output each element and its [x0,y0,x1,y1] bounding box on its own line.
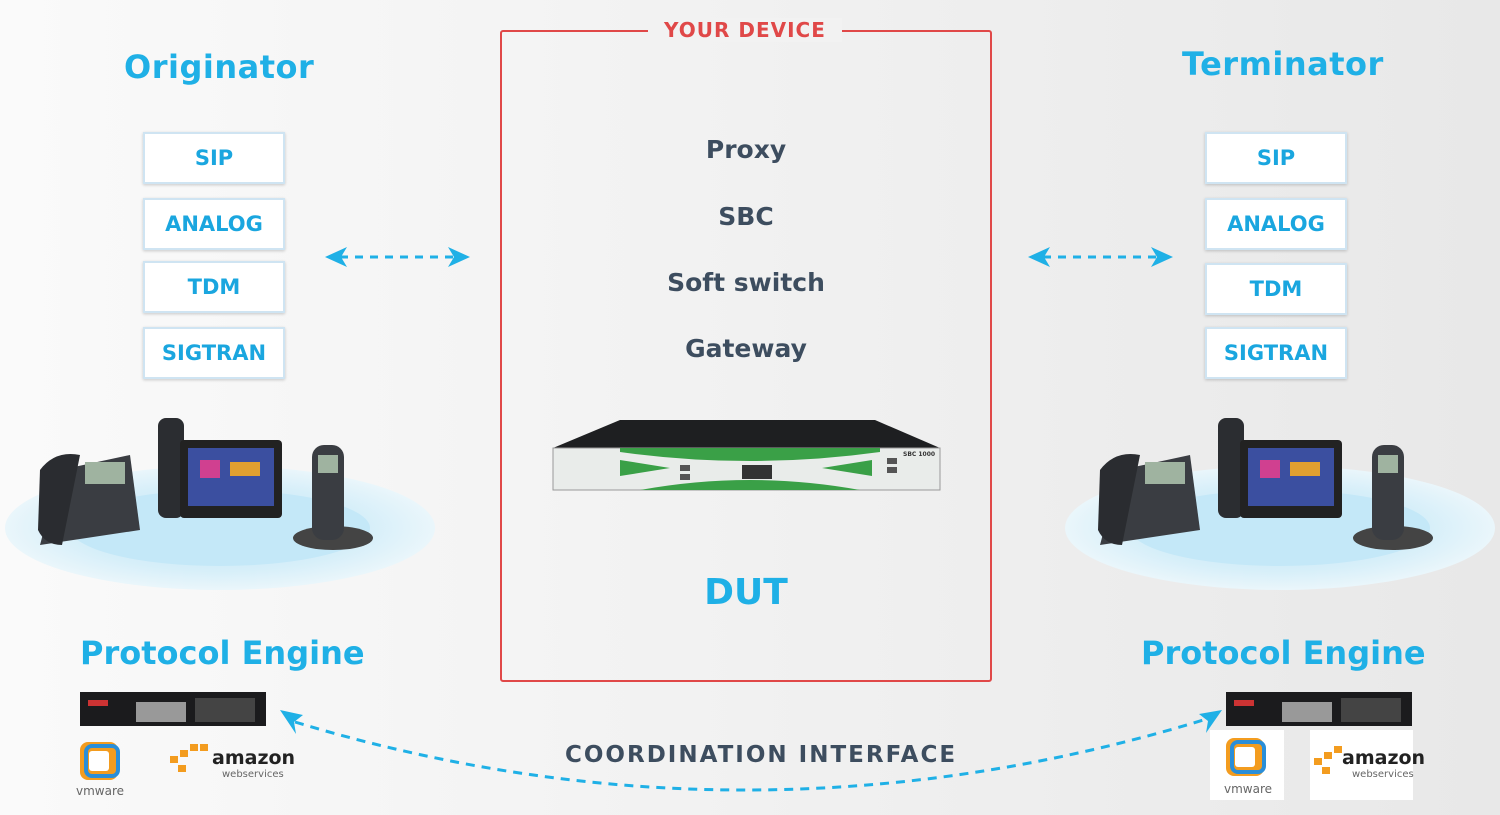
coordination-interface-label: COORDINATION INTERFACE [565,742,958,768]
terminator-analog-box: ANALOG [1205,198,1347,250]
right-bidirectional-arrow [1028,247,1173,267]
originator-phones-illustration [5,418,435,590]
terminator-title: Terminator [1182,45,1384,83]
video-phone-icon [1218,418,1342,518]
role-soft-switch: Soft switch [667,268,825,297]
amazon-subtext: webservices [1352,769,1414,780]
originator-title: Originator [124,48,315,86]
originator-sigtran-box: SIGTRAN [143,327,285,379]
terminator-sigtran-box: SIGTRAN [1205,327,1347,379]
terminator-sip-box: SIP [1205,132,1347,184]
vmware-logo-icon [1226,738,1266,776]
originator-sip-box: SIP [143,132,285,184]
your-device-label: YOUR DEVICE [648,18,842,42]
terminator-tdm-box: TDM [1205,263,1347,315]
desk-phone-icon [1098,454,1200,545]
dut-label: DUT [704,572,788,613]
role-gateway: Gateway [685,334,807,363]
vmware-logo-text: vmware [76,784,125,798]
originator-server-icon [80,692,266,726]
video-phone-icon [158,418,282,518]
cordless-phone-icon [1353,445,1433,550]
sbc-model-label: SBC 1000 [903,451,936,458]
coordination-arc-arrow [280,710,1222,792]
amazon-wordmark: amazon [212,747,296,769]
amazon-logo-icon [1314,746,1342,774]
terminator-server-icon [1226,692,1412,726]
originator-tdm-box: TDM [143,261,285,313]
terminator-vmware-card: vmware [1210,730,1284,800]
amazon-subtext: webservices [222,769,284,780]
role-proxy: Proxy [705,135,787,164]
vmware-logo-text: vmware [1224,782,1273,796]
originator-protocol-engine-label: Protocol Engine [80,634,365,672]
amazon-wordmark: amazon [1342,747,1426,769]
desk-phone-icon [38,454,140,545]
cordless-phone-icon [293,445,373,550]
terminator-phones-illustration [1065,418,1495,590]
vmware-logo-icon [80,742,120,780]
terminator-protocol-engine-label: Protocol Engine [1141,634,1426,672]
sbc-hardware-illustration [552,420,941,491]
left-bidirectional-arrow [325,247,470,267]
originator-analog-box: ANALOG [143,198,285,250]
role-sbc: SBC [718,202,774,231]
amazon-logo-icon [170,744,208,772]
